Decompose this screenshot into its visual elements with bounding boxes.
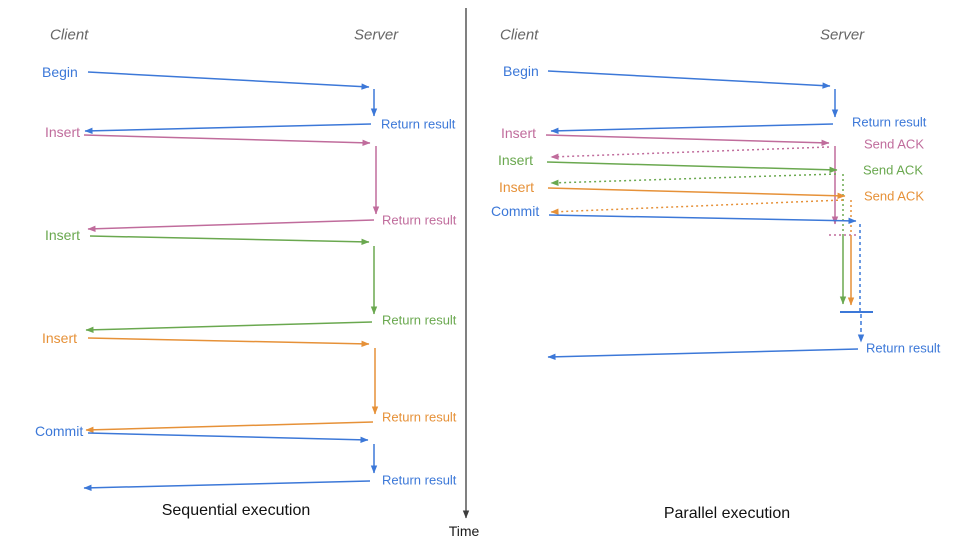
seq-begin-label: Begin xyxy=(42,64,78,80)
par-insert2-ack: Send ACK xyxy=(863,162,923,178)
seq-insert3-response: Return result xyxy=(382,409,457,425)
par-begin-response: Return result xyxy=(852,114,927,130)
seq-begin-response: Return result xyxy=(381,116,456,132)
par-insert2-flow xyxy=(546,161,847,305)
seq-insert1-response: Return result xyxy=(382,212,457,228)
par-insert2-label: Insert xyxy=(498,152,534,168)
par-client-header: Client xyxy=(500,26,539,44)
par-begin-flow xyxy=(547,70,839,135)
par-caption: Parallel execution xyxy=(663,505,791,522)
par-insert3-ack: Send ACK xyxy=(864,188,924,204)
seq-insert2-label: Insert xyxy=(45,227,81,243)
time-axis-label: Time xyxy=(448,523,480,539)
par-begin-label: Begin xyxy=(503,63,539,79)
seq-insert3-flow xyxy=(85,337,379,433)
par-server-header: Server xyxy=(820,26,865,44)
seq-commit-flow xyxy=(83,432,378,492)
par-commit-label: Commit xyxy=(491,203,540,219)
seq-commit-label: Commit xyxy=(35,423,84,439)
seq-begin-flow xyxy=(84,71,378,135)
par-insert1-label: Insert xyxy=(501,125,537,141)
seq-client-header: Client xyxy=(50,26,89,44)
seq-insert2-flow xyxy=(85,235,378,333)
par-commit-flow xyxy=(547,214,873,361)
seq-server-header: Server xyxy=(354,26,399,44)
par-commit-response: Return result xyxy=(866,340,941,356)
seq-caption: Sequential execution xyxy=(161,502,311,519)
par-insert1-flow xyxy=(545,134,857,236)
seq-insert1-label: Insert xyxy=(45,124,81,140)
seq-commit-response: Return result xyxy=(382,472,457,488)
seq-insert1-flow xyxy=(83,134,380,232)
par-insert1-ack: Send ACK xyxy=(864,136,924,152)
par-insert3-flow xyxy=(547,187,855,306)
par-insert3-label: Insert xyxy=(499,179,535,195)
seq-insert2-response: Return result xyxy=(382,312,457,328)
seq-insert3-label: Insert xyxy=(42,330,78,346)
